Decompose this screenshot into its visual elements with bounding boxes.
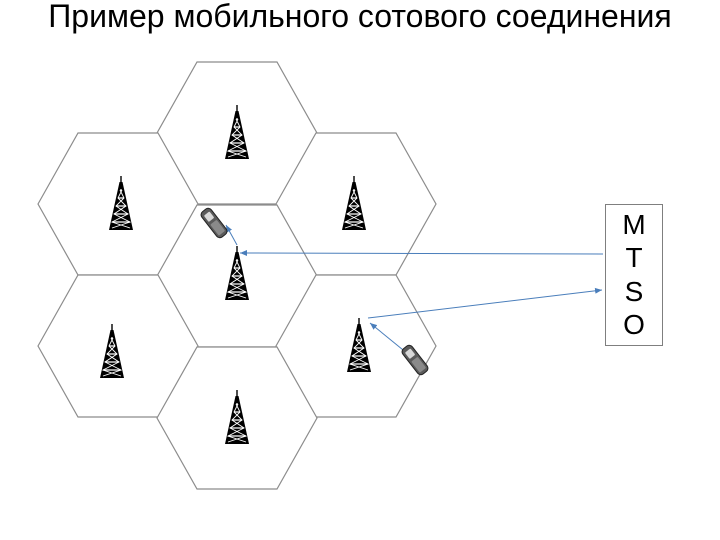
arrow-center-tower-to-phone: [225, 224, 238, 246]
mtso-box: M T S O: [605, 204, 663, 346]
mtso-letter: T: [625, 242, 643, 274]
arrow-phone-to-lower-right-tower: [369, 322, 409, 355]
mtso-letter: M: [622, 208, 646, 240]
arrow-mtso-to-center-tower: [239, 250, 604, 257]
cell-hexagon-lower-left: [37, 274, 199, 418]
mtso-letter: S: [624, 275, 644, 307]
connection-arrows: [225, 224, 604, 355]
arrow-tower-to-mtso: [367, 287, 603, 319]
slide-title: Пример мобильного сотового соединения: [48, 0, 672, 34]
mtso-letter: O: [623, 309, 645, 341]
